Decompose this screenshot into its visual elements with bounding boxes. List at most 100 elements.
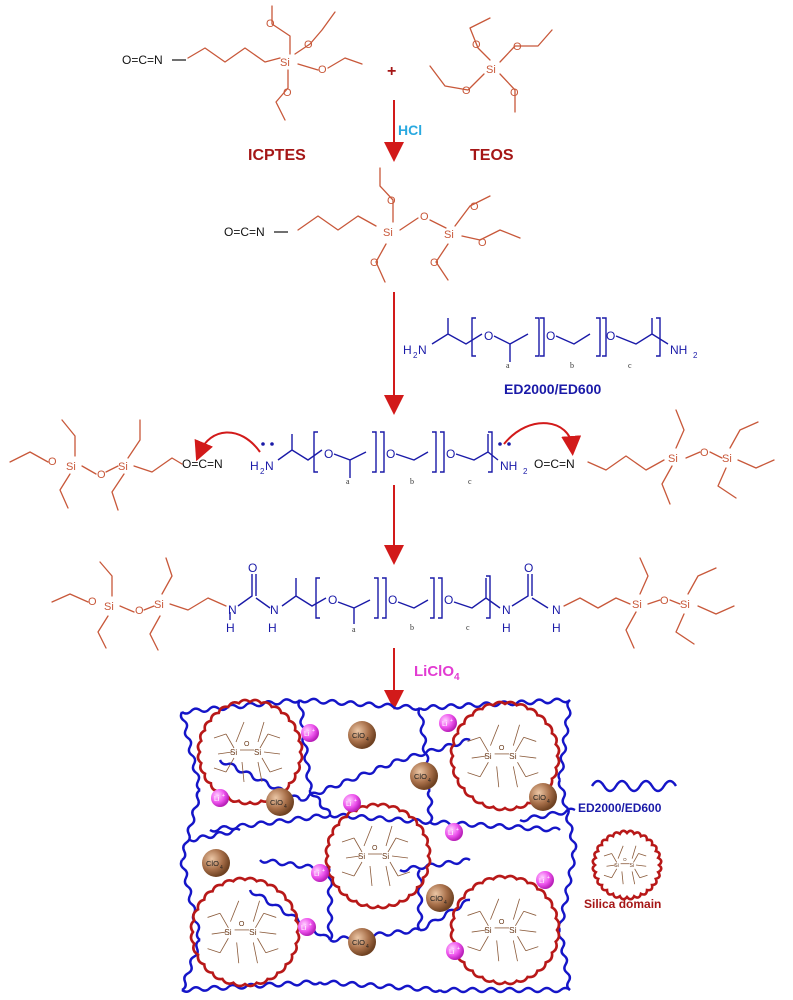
attack-arrow-right [503, 422, 582, 456]
svg-text:NH: NH [500, 459, 517, 473]
svg-text:+: + [547, 875, 550, 881]
svg-text:O: O [606, 329, 615, 343]
polymer-chain [181, 698, 301, 715]
svg-text:2: 2 [413, 351, 418, 360]
svg-text:Si: Si [509, 925, 517, 935]
svg-text:a: a [346, 477, 350, 486]
svg-text:Li: Li [448, 830, 454, 837]
svg-text:O=C=N: O=C=N [182, 457, 223, 471]
svg-text:Li: Li [314, 871, 320, 878]
svg-text:Li: Li [442, 721, 448, 728]
svg-text:O: O [283, 87, 292, 99]
svg-text:4: 4 [428, 778, 431, 784]
left-silane-reactant: O Si O Si O=C=N [9, 419, 223, 511]
polymer-chain [557, 849, 576, 931]
li-ion: Li+ [311, 864, 329, 882]
polymer-chain [419, 697, 571, 711]
polymer-chain [299, 758, 401, 802]
svg-text:O: O [248, 561, 257, 575]
svg-text:O: O [462, 85, 471, 97]
svg-text:H: H [250, 459, 259, 473]
polymer-chain [179, 711, 201, 791]
svg-text:H: H [268, 621, 277, 635]
svg-text:Si: Si [254, 748, 261, 757]
svg-text:+: + [456, 827, 459, 833]
si-atom: Si [280, 57, 290, 69]
svg-text:O: O [48, 456, 57, 468]
polymer-chain [319, 979, 441, 993]
polymer-chain [181, 938, 201, 992]
svg-text:a: a [352, 625, 356, 634]
isocyanate-group: O=C=N [122, 53, 163, 67]
svg-text:Si: Si [484, 925, 492, 935]
svg-text:H: H [552, 621, 561, 635]
svg-text:O: O [484, 329, 493, 343]
svg-text:O: O [266, 18, 275, 30]
svg-text:ClO: ClO [270, 798, 283, 807]
svg-text:N: N [502, 603, 511, 617]
svg-text:Si: Si [224, 927, 232, 937]
svg-text:O: O [478, 237, 487, 249]
svg-text:O: O [470, 201, 479, 213]
svg-text:O: O [513, 41, 522, 53]
polymer-chain [209, 813, 331, 833]
svg-text:Si: Si [358, 852, 365, 861]
svg-text:O: O [328, 593, 337, 607]
urea-hybrid-product: O Si O Si H N O N H O O O N H O N H [51, 557, 735, 651]
svg-text:4: 4 [547, 799, 550, 805]
svg-text:H: H [502, 621, 511, 635]
svg-text:O: O [444, 593, 453, 607]
svg-text:O: O [446, 447, 455, 461]
svg-text:Li: Li [539, 878, 545, 885]
svg-text:O: O [244, 741, 250, 748]
li-ion: Li+ [301, 724, 319, 742]
icptes-label: ICPTES [248, 147, 306, 164]
svg-text:ClO: ClO [414, 772, 427, 781]
polymer-chain [297, 699, 313, 791]
icptes-molecule: O=C=N Si O O O O [122, 5, 363, 121]
teos-molecule: Si O O O O [429, 17, 553, 113]
polymer-chain [519, 807, 576, 823]
svg-text:O: O [499, 917, 505, 926]
svg-text:Si: Si [722, 453, 732, 465]
polymer-chain [557, 779, 578, 851]
diamine-center: H 2 N O O O NH 2 a b c [250, 431, 528, 486]
svg-text:H: H [226, 621, 235, 635]
svg-text:H: H [403, 343, 412, 357]
svg-text:O: O [239, 919, 245, 928]
svg-text:NH: NH [670, 343, 687, 357]
li-ion: Li+ [446, 942, 464, 960]
svg-text:ClO: ClO [206, 859, 219, 868]
svg-text:c: c [628, 361, 632, 370]
svg-text:Si: Si [632, 599, 642, 611]
svg-text:O: O [700, 447, 709, 459]
svg-text:O: O [135, 605, 144, 617]
polymer-chain [329, 927, 421, 943]
svg-text:Si: Si [509, 751, 517, 761]
svg-text:Li: Li [214, 796, 220, 803]
polymer-chain [439, 986, 571, 994]
polymer-chain [308, 789, 332, 816]
svg-text:ClO: ClO [352, 938, 365, 947]
catalyst-label: HCl [398, 122, 422, 138]
silica-domain-bottom-right: Si Si O [449, 874, 561, 986]
polymer-chain [299, 697, 421, 711]
polymer-chain [179, 859, 201, 941]
svg-text:O=C=N: O=C=N [534, 457, 575, 471]
svg-text:b: b [410, 623, 414, 632]
svg-text:Si: Si [668, 453, 678, 465]
svg-text:+: + [309, 922, 312, 928]
svg-text:N: N [270, 603, 279, 617]
svg-text:Si: Si [118, 461, 128, 473]
svg-text:N: N [228, 603, 237, 617]
svg-text:ClO: ClO [352, 731, 365, 740]
teos-label: TEOS [470, 147, 514, 164]
svg-text:a: a [506, 361, 510, 370]
svg-text:O: O [370, 257, 379, 269]
